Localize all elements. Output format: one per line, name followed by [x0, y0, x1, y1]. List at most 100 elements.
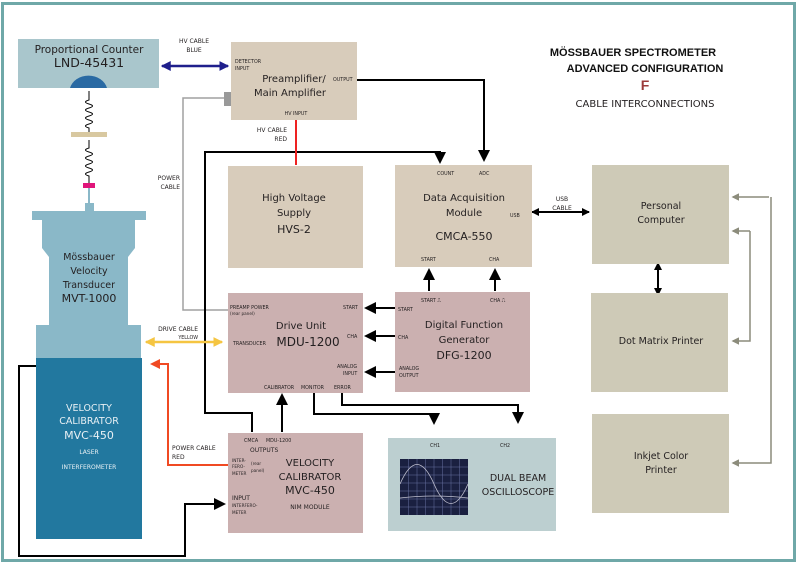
svg-text:ANALOG: ANALOG — [399, 366, 419, 372]
svg-text:CH2: CH2 — [500, 443, 510, 449]
svg-text:CMCA-550: CMCA-550 — [435, 230, 492, 243]
svg-text:DETECTOR: DETECTOR — [235, 59, 262, 65]
svg-text:Personal: Personal — [641, 201, 681, 212]
svg-text:COUNT: COUNT — [437, 171, 454, 177]
svg-text:INPUT: INPUT — [235, 66, 249, 72]
drive-unit: PREAMP POWER (rear panel) START Drive Un… — [228, 293, 363, 393]
svg-text:START: START — [421, 257, 436, 263]
title-line-2: ADVANCED CONFIGURATION — [567, 63, 724, 75]
svg-text:CALIBRATOR: CALIBRATOR — [279, 472, 342, 483]
svg-text:Transducer: Transducer — [62, 280, 115, 291]
label-power-cable: POWER — [158, 175, 180, 182]
counter-window — [70, 75, 107, 88]
counter-model: LND-45431 — [54, 55, 124, 70]
svg-text:VELOCITY: VELOCITY — [286, 458, 335, 469]
oscilloscope-screen — [399, 459, 469, 515]
svg-text:Dot Matrix Printer: Dot Matrix Printer — [619, 336, 703, 347]
svg-text:START: START — [398, 307, 413, 313]
config-letter: F — [641, 77, 650, 93]
title-line-1: MÖSSBAUER SPECTROMETER — [550, 46, 716, 59]
svg-text:CHA: CHA — [347, 334, 358, 340]
cable-laser-to-input — [18, 365, 226, 557]
cable-inkjet — [731, 197, 772, 467]
dot-matrix-printer: Dot Matrix Printer — [591, 293, 728, 392]
preamp-power-connector — [224, 92, 231, 106]
svg-text:PREAMP POWER: PREAMP POWER — [230, 305, 270, 311]
svg-text:Data Acquisition: Data Acquisition — [423, 193, 505, 204]
svg-text:OUTPUT: OUTPUT — [333, 77, 353, 83]
svg-text:CMCA: CMCA — [244, 438, 259, 444]
svg-text:ERROR: ERROR — [334, 385, 351, 391]
svg-text:CABLE: CABLE — [552, 205, 572, 212]
absorber-sample — [71, 132, 107, 137]
label-drive-cable: DRIVE CABLE — [158, 326, 198, 333]
label-power-cable-red: POWER CABLE — [172, 445, 216, 452]
svg-text:INTERFERO-: INTERFERO- — [232, 503, 258, 508]
svg-text:DUAL BEAM: DUAL BEAM — [490, 473, 546, 484]
svg-text:NIM MODULE: NIM MODULE — [290, 504, 330, 511]
power-cable-red — [150, 359, 229, 466]
nim-velocity-calibrator: CMCA MDU-1200 OUTPUTS INTER- FERO- METER… — [228, 433, 363, 533]
svg-text:METER: METER — [232, 471, 246, 476]
svg-text:OSCILLOSCOPE: OSCILLOSCOPE — [482, 487, 555, 498]
svg-text:Computer: Computer — [637, 215, 684, 226]
svg-text:Preamplifier/: Preamplifier/ — [262, 74, 326, 85]
svg-text:RED: RED — [172, 454, 185, 461]
svg-text:MVC-450: MVC-450 — [285, 484, 335, 497]
svg-text:Main Amplifier: Main Amplifier — [254, 88, 327, 99]
cable-monitor-ch1 — [313, 390, 440, 425]
inkjet-color-printer: Inkjet Color Printer — [592, 414, 729, 513]
data-acquisition-module: COUNT ADC Data Acquisition Module USB CM… — [395, 165, 532, 267]
svg-text:CABLE: CABLE — [160, 184, 180, 191]
svg-text:Digital Function: Digital Function — [425, 320, 503, 331]
svg-text:(rear: (rear — [251, 461, 261, 466]
svg-text:Velocity: Velocity — [70, 266, 108, 277]
svg-text:CHA ⎍: CHA ⎍ — [490, 298, 506, 304]
svg-text:INPUT: INPUT — [343, 371, 357, 377]
svg-text:YELLOW: YELLOW — [177, 335, 198, 341]
svg-text:FERO-: FERO- — [232, 464, 245, 469]
svg-text:CALIBRATOR: CALIBRATOR — [264, 385, 295, 391]
svg-text:CHA: CHA — [398, 335, 409, 341]
svg-text:Printer: Printer — [645, 465, 677, 476]
velocity-transducer: Mössbauer Velocity Transducer MVT-1000 — [32, 203, 146, 358]
svg-text:METER: METER — [232, 510, 246, 515]
svg-text:MVT-1000: MVT-1000 — [62, 292, 117, 305]
svg-text:(rear panel): (rear panel) — [230, 311, 255, 316]
svg-text:OUTPUT: OUTPUT — [399, 373, 419, 379]
svg-text:Inkjet Color: Inkjet Color — [634, 451, 688, 462]
svg-text:panel): panel) — [251, 468, 265, 473]
cable-dotmatrix — [731, 231, 751, 345]
title-subtitle: CABLE INTERCONNECTIONS — [576, 99, 715, 110]
cable-cmca-to-count — [204, 151, 446, 432]
source-holder — [83, 183, 95, 188]
svg-text:LASER: LASER — [79, 449, 98, 456]
svg-text:INTER-: INTER- — [232, 458, 246, 463]
svg-text:Drive Unit: Drive Unit — [276, 321, 326, 332]
svg-text:HV INPUT: HV INPUT — [285, 111, 308, 117]
svg-text:ANALOG: ANALOG — [337, 364, 357, 370]
svg-text:MDU-1200: MDU-1200 — [276, 335, 339, 349]
svg-text:High Voltage: High Voltage — [262, 193, 326, 204]
svg-text:OUTPUTS: OUTPUTS — [250, 447, 278, 454]
svg-text:CHA: CHA — [489, 257, 500, 263]
svg-text:MONITOR: MONITOR — [301, 385, 325, 391]
counter-name: Proportional Counter — [35, 44, 145, 56]
svg-text:Supply: Supply — [277, 208, 311, 219]
svg-text:INTERFEROMETER: INTERFEROMETER — [62, 464, 117, 471]
svg-text:RED: RED — [274, 136, 287, 143]
svg-text:VELOCITY: VELOCITY — [66, 403, 112, 414]
svg-text:START ⎍: START ⎍ — [421, 298, 441, 304]
preamplifier-box: DETECTOR INPUT OUTPUT Preamplifier/ Main… — [231, 42, 357, 120]
svg-text:Generator: Generator — [439, 335, 491, 346]
oscilloscope: CH1 CH2 DUAL BEAM OSCILLOSCOPE — [388, 438, 556, 531]
svg-text:TRANSDUCER: TRANSDUCER — [232, 341, 267, 347]
svg-text:Mössbauer: Mössbauer — [63, 252, 115, 263]
svg-text:MDU-1200: MDU-1200 — [266, 438, 291, 444]
high-voltage-supply: High Voltage Supply HVS-2 — [228, 166, 363, 268]
svg-text:BLUE: BLUE — [186, 47, 202, 54]
svg-text:HVS-2: HVS-2 — [277, 223, 311, 236]
svg-text:MVC-450: MVC-450 — [64, 429, 114, 442]
svg-text:START: START — [343, 305, 358, 311]
svg-text:Module: Module — [446, 208, 482, 219]
